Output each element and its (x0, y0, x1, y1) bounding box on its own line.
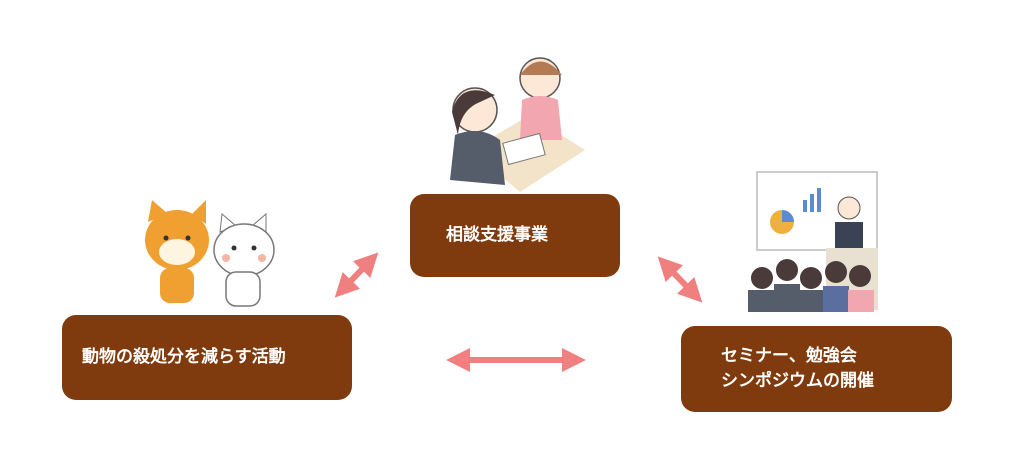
seminar-illustration (748, 171, 878, 312)
animal-activity-label: 動物の殺処分を減らす活動 (82, 347, 286, 368)
animal-activity-box: 動物の殺処分を減らす活動 (62, 315, 352, 400)
dog-cat-illustration (145, 200, 275, 307)
counseling-support-box: 相談支援事業 (410, 194, 620, 277)
arrow-left-center (334, 252, 379, 298)
arrow-center-right (657, 256, 703, 303)
seminar-box: セミナー、勉強会 シンポジウムの開催 (681, 326, 952, 412)
counseling-illustration (450, 57, 585, 192)
counseling-support-label: 相談支援事業 (446, 225, 548, 246)
seminar-label-line1: セミナー、勉強会 (721, 346, 857, 367)
seminar-label-line2: シンポジウムの開催 (721, 371, 874, 391)
